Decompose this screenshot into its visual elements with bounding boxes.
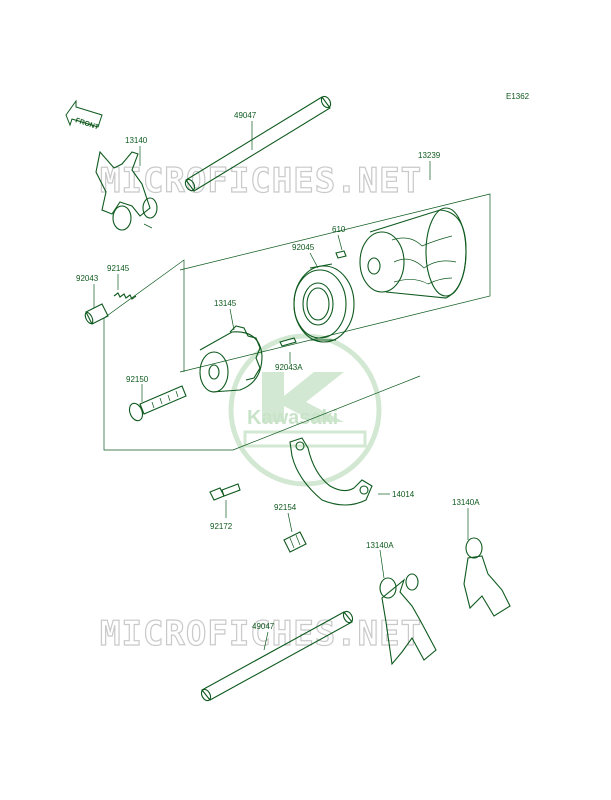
part-label: 49047 <box>252 622 275 631</box>
bolt-92154 <box>283 531 307 553</box>
shift-drum <box>359 207 467 299</box>
part-label: 13140A <box>366 541 394 550</box>
front-arrow-icon: FRONT <box>65 99 103 132</box>
fork-13140 <box>95 150 158 231</box>
spring-92145 <box>113 292 137 300</box>
dowel-92043a <box>279 337 297 347</box>
fork-13140a-right <box>463 537 511 617</box>
assembly-frame <box>103 193 491 451</box>
bolt-92150 <box>128 385 187 422</box>
diagram-code: E1362 <box>506 92 530 101</box>
part-label: 92145 <box>107 264 130 273</box>
part-label: 13145 <box>214 299 237 308</box>
part-label: 92043 <box>76 274 99 283</box>
part-label: 92045 <box>292 243 315 252</box>
part-label: 92150 <box>126 375 149 384</box>
pin-92043 <box>84 303 109 325</box>
part-label: 610 <box>332 225 346 234</box>
logo-text: Kawasaki <box>247 407 338 429</box>
fork-13140a-middle <box>379 573 437 666</box>
leader-lines <box>93 121 469 651</box>
watermark-bottom: MICROFICHES.NET <box>100 614 422 654</box>
shaft-upper <box>184 95 332 192</box>
cam-13145 <box>199 325 263 393</box>
kawasaki-logo: Kawasaki <box>228 333 382 487</box>
part-label: 92043A <box>275 363 303 372</box>
bearing-92045 <box>293 263 355 343</box>
part-label: 92154 <box>274 503 297 512</box>
plate-14014 <box>289 437 373 506</box>
part-label: 92172 <box>210 522 233 531</box>
pin-610 <box>335 250 347 259</box>
part-label: 49047 <box>234 111 257 120</box>
shaft-lower <box>200 610 354 702</box>
watermark-top: MICROFICHES.NET <box>100 161 422 201</box>
part-label: 13239 <box>418 151 441 160</box>
screw-92172 <box>209 483 241 501</box>
part-label: 14014 <box>392 490 415 499</box>
part-label: 13140 <box>125 136 148 145</box>
part-label: 13140A <box>452 498 480 507</box>
